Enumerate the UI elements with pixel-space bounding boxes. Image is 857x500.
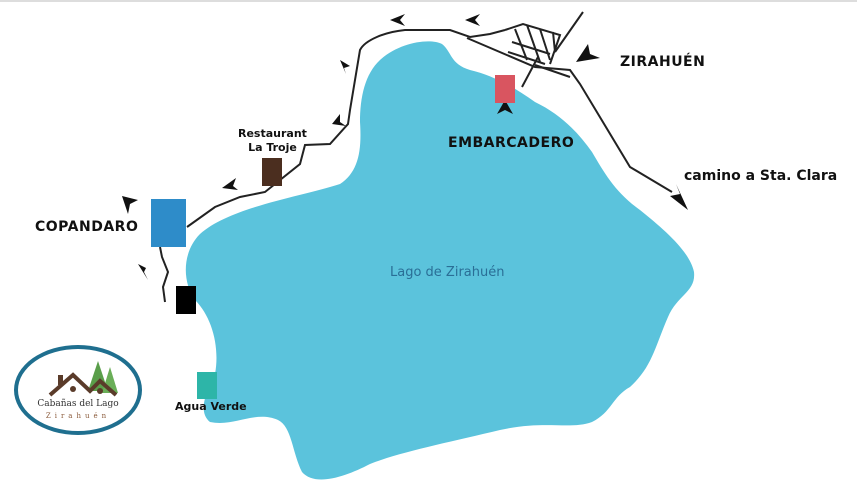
restaurant-line1: Restaurant xyxy=(238,127,307,140)
agua-verde-label: Agua Verde xyxy=(175,400,247,413)
cabin-icon xyxy=(48,361,118,397)
copandaro-marker[interactable] xyxy=(151,199,186,247)
logo: Cabañas del Lago Zirahuén xyxy=(14,345,142,435)
cabanas-marker[interactable] xyxy=(176,286,196,314)
restaurant-line2: La Troje xyxy=(248,141,297,154)
copandaro-label: COPANDARO xyxy=(35,219,139,235)
embarcadero-label: EMBARCADERO xyxy=(448,135,575,151)
lake-label: Lago de Zirahuén xyxy=(390,265,505,280)
direction-arrows xyxy=(122,14,688,280)
roads xyxy=(159,11,673,303)
zirahuen-label: ZIRAHUÉN xyxy=(620,54,706,70)
camino-label: camino a Sta. Clara xyxy=(684,168,838,184)
lake-shape xyxy=(185,41,695,480)
logo-title: Cabañas del Lago xyxy=(37,399,119,409)
embarcadero-marker[interactable] xyxy=(495,75,515,103)
restaurant-marker[interactable] xyxy=(262,158,282,186)
agua-verde-marker[interactable] xyxy=(197,372,217,399)
logo-subtitle: Zirahuén xyxy=(45,412,111,420)
